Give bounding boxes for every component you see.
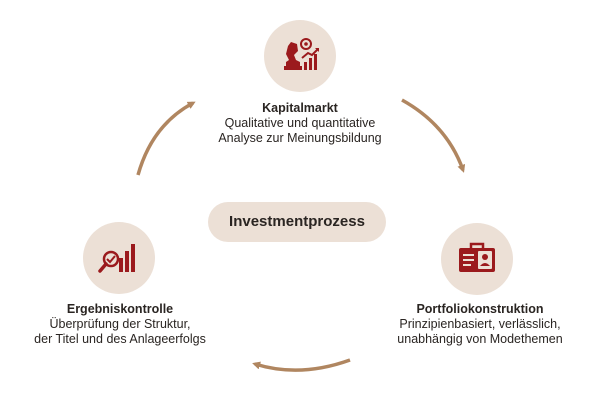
briefcase-profile-icon <box>459 242 495 272</box>
arrow-kapitalmarkt-to-portfolio <box>401 98 466 173</box>
kapitalmarkt-text: Kapitalmarkt Qualitative und quantitativ… <box>200 101 400 146</box>
portfolio-desc-line2: unabhängig von Modethemen <box>397 332 563 346</box>
arrow-ergebnis-to-kapitalmarkt <box>136 101 196 176</box>
kapitalmarkt-icon-circle <box>264 20 336 92</box>
center-label: Investmentprozess <box>208 202 386 242</box>
magnifier-bar-chart-icon <box>98 244 135 273</box>
portfolio-title: Portfoliokonstruktion <box>416 302 544 316</box>
kapitalmarkt-desc-line2: Analyse zur Meinungsbildung <box>218 131 382 145</box>
portfolio-text: Portfoliokonstruktion Prinzipienbasiert,… <box>380 302 580 347</box>
portfolio-icon-circle <box>441 223 513 295</box>
ergebnis-desc-line2: der Titel und des Anlageerfolgs <box>34 332 206 346</box>
kapitalmarkt-title: Kapitalmarkt <box>262 101 338 115</box>
ergebnis-text: Ergebniskontrolle Überprüfung der Strukt… <box>20 302 220 347</box>
ergebnis-desc-line1: Überprüfung der Struktur, <box>49 317 191 331</box>
ergebnis-icon-circle <box>83 222 155 294</box>
ergebnis-title: Ergebniskontrolle <box>66 302 174 316</box>
arrow-portfolio-to-ergebnis <box>252 358 351 372</box>
portfolio-desc-line1: Prinzipienbasiert, verlässlich, <box>399 317 561 331</box>
kapitalmarkt-desc-line1: Qualitative und quantitative <box>224 116 376 130</box>
chess-knight-growth-chart-icon <box>284 38 319 70</box>
